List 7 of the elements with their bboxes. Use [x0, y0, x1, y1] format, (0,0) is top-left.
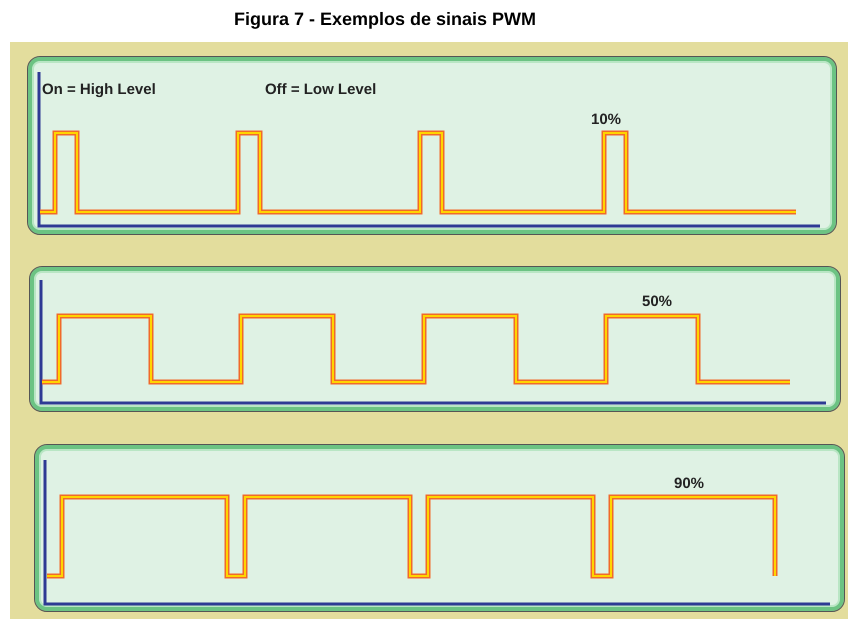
panel-label: 90% [674, 474, 704, 494]
panel-label: Off = Low Level [265, 80, 376, 100]
panel-label: 10% [591, 110, 622, 130]
signal-panel [30, 267, 840, 411]
figure-title: Figura 7 - Exemplos de sinais PWM [232, 8, 538, 31]
panel-label: 50% [642, 292, 672, 312]
panel-label: On = High Level [42, 80, 156, 100]
